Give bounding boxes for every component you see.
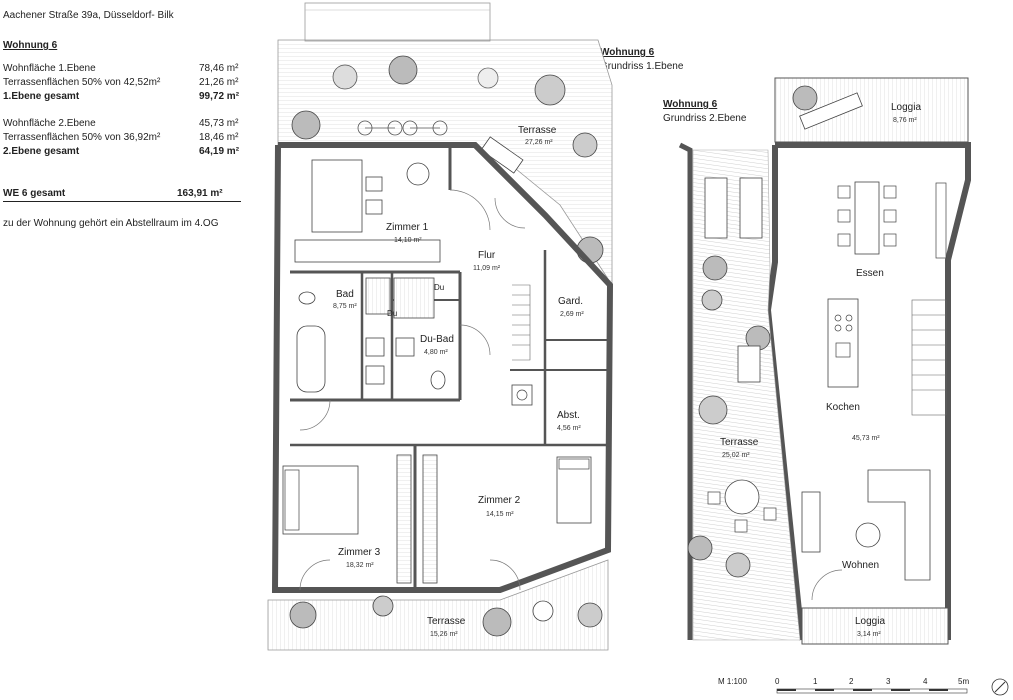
wall bbox=[775, 142, 971, 640]
north-arrow-icon bbox=[991, 678, 1009, 696]
level1-summary: Wohnfläche 1.Ebene 78,46 m² Terrassenflä… bbox=[3, 63, 243, 113]
room-label: Kochen bbox=[826, 402, 860, 413]
loggia-top bbox=[774, 77, 969, 143]
room-area: 3,14 m² bbox=[857, 631, 881, 638]
building-walls bbox=[271, 142, 614, 593]
room-area: 45,73 m² bbox=[852, 435, 880, 442]
room-label: Gard. bbox=[558, 296, 583, 307]
room-label: Terrasse bbox=[720, 437, 759, 448]
shower-label: Du bbox=[387, 309, 397, 318]
kitchen-island-icon bbox=[827, 298, 859, 388]
room-label: Bad bbox=[336, 289, 354, 300]
sofa-icon bbox=[801, 469, 931, 581]
scale-tick: 0 bbox=[775, 677, 780, 686]
plan2-title: Wohnung 6 bbox=[663, 99, 718, 110]
row-value: 21,26 m² bbox=[199, 77, 239, 88]
planter-icon bbox=[737, 345, 761, 383]
bed-icon bbox=[422, 454, 592, 584]
room-label: Terrasse bbox=[427, 616, 466, 627]
row-value: 78,46 m² bbox=[199, 63, 239, 74]
bathroom-fixtures bbox=[296, 277, 446, 393]
total-rule bbox=[3, 201, 241, 202]
room-area: 8,76 m² bbox=[893, 117, 917, 124]
room-label: Flur bbox=[478, 250, 496, 261]
room-label: Loggia bbox=[855, 616, 885, 627]
row-value: 64,19 m² bbox=[199, 146, 240, 157]
row-value: 18,46 m² bbox=[199, 132, 239, 143]
row-label: 1.Ebene gesamt bbox=[3, 91, 80, 102]
plan1-subtitle: Grundriss 1.Ebene bbox=[600, 61, 684, 72]
scale-tick: 1 bbox=[813, 677, 818, 686]
total-value: 163,91 m² bbox=[177, 188, 223, 199]
scale-label: M 1:100 bbox=[718, 677, 747, 686]
washing-machine-icon bbox=[511, 384, 533, 406]
scale-tick: 3 bbox=[886, 677, 891, 686]
room-area: 14,10 m² bbox=[394, 237, 422, 244]
wall bbox=[764, 145, 805, 641]
bed-icon bbox=[282, 454, 412, 584]
sunbed-icon bbox=[704, 177, 763, 239]
row-label: 2.Ebene gesamt bbox=[3, 146, 80, 157]
shower-label: Du bbox=[434, 283, 444, 292]
storage-note: zu der Wohnung gehört ein Abstellraum im… bbox=[3, 218, 219, 229]
table-icon bbox=[707, 479, 777, 533]
row-label: Wohnfläche 1.Ebene bbox=[3, 63, 96, 74]
row-label: Terrassenflächen 50% von 36,92m² bbox=[3, 132, 161, 143]
room-area: 27,26 m² bbox=[525, 139, 553, 146]
plan2: Loggia 8,76 m² Terrasse 25,02 m² bbox=[678, 77, 971, 645]
door-icon bbox=[299, 189, 526, 591]
door-icon bbox=[811, 569, 843, 601]
stairs-icon bbox=[911, 299, 947, 416]
scale-tick: 4 bbox=[923, 677, 928, 686]
loggia-bottom bbox=[801, 607, 949, 645]
room-area: 2,69 m² bbox=[560, 311, 584, 318]
room-area: 8,75 m² bbox=[333, 303, 357, 310]
level2-summary: Wohnfläche 2.Ebene 45,73 m² Terrassenflä… bbox=[3, 118, 243, 168]
row-value: 45,73 m² bbox=[199, 118, 239, 129]
scale-tick: 2 bbox=[849, 677, 854, 686]
room-area: 25,02 m² bbox=[722, 452, 750, 459]
total-label: WE 6 gesamt bbox=[3, 188, 66, 199]
room-area: 4,80 m² bbox=[424, 349, 448, 356]
row-label: Wohnfläche 2.Ebene bbox=[3, 118, 96, 129]
summary-title: Wohnung 6 bbox=[3, 40, 58, 51]
room-label: Zimmer 3 bbox=[338, 547, 381, 558]
plan1-title: Wohnung 6 bbox=[600, 47, 655, 58]
address: Aachener Straße 39a, Düsseldorf- Bilk bbox=[3, 10, 174, 21]
room-label: Zimmer 2 bbox=[478, 495, 521, 506]
plan2-subtitle: Grundriss 2.Ebene bbox=[663, 113, 747, 124]
room-area: 4,56 m² bbox=[557, 425, 581, 432]
wall bbox=[678, 142, 693, 640]
stairs-icon bbox=[512, 284, 531, 361]
room-label: Zimmer 1 bbox=[386, 222, 429, 233]
plant-icon bbox=[687, 255, 771, 578]
row-value: 99,72 m² bbox=[199, 91, 240, 102]
room-label: Du-Bad bbox=[420, 334, 454, 345]
lounge-chair-icon bbox=[480, 136, 524, 174]
bicycle-icon bbox=[357, 120, 448, 136]
desk-icon bbox=[294, 159, 441, 263]
room-area: 14,15 m² bbox=[486, 511, 514, 518]
row-label: Terrassenflächen 50% von 42,52m² bbox=[3, 77, 161, 88]
room-label: Loggia bbox=[891, 102, 921, 113]
room-label: Abst. bbox=[557, 410, 580, 421]
room-label: Wohnen bbox=[842, 560, 879, 571]
plan1: Terrasse 27,26 m² bbox=[267, 2, 614, 651]
room-label: Essen bbox=[856, 268, 884, 279]
scale-tick: 5m bbox=[958, 677, 969, 686]
room-label: Terrasse bbox=[518, 125, 557, 136]
scale-bar: M 1:100 0 1 2 3 4 5m bbox=[718, 677, 969, 694]
room-area: 18,32 m² bbox=[346, 562, 374, 569]
dining-table-icon bbox=[837, 181, 947, 259]
terrace-bottom bbox=[267, 559, 609, 651]
room-area: 11,09 m² bbox=[473, 265, 501, 272]
room-area: 15,26 m² bbox=[430, 631, 458, 638]
